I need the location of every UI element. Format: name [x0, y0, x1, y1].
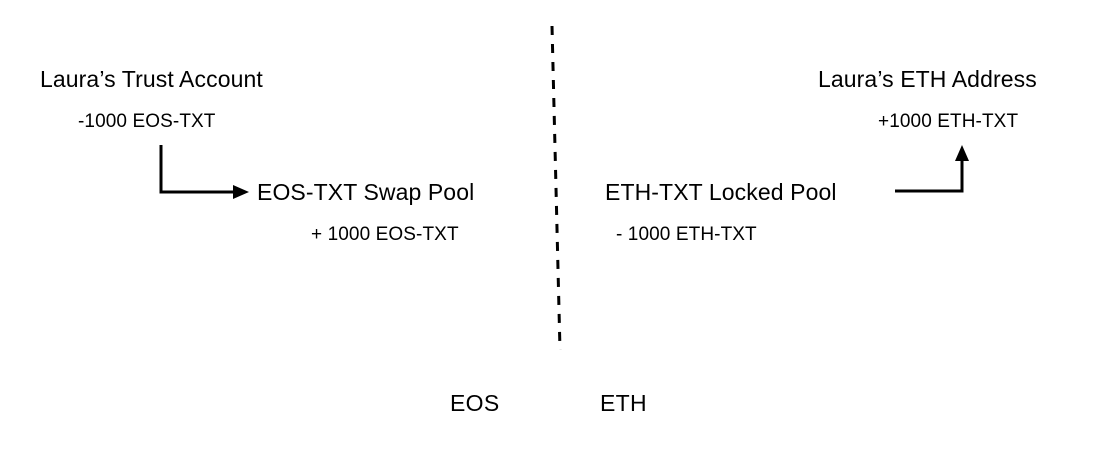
right-destination-amount: +1000 ETH-TXT	[878, 111, 1019, 132]
right-destination-label: Laura’s ETH Address	[818, 66, 1037, 92]
left-destination-amount: + 1000 EOS-TXT	[311, 224, 459, 245]
right-source-label: ETH-TXT Locked Pool	[605, 179, 837, 205]
left-destination-label: EOS-TXT Swap Pool	[257, 179, 475, 205]
chain-label-eos: EOS	[450, 390, 500, 416]
left-transfer-arrow	[159, 145, 249, 199]
left-arrowhead-icon	[233, 185, 249, 199]
chain-label-eth: ETH	[600, 390, 647, 416]
left-source-amount: -1000 EOS-TXT	[78, 111, 216, 132]
chain-divider-line	[550, 25, 562, 351]
right-source-amount: - 1000 ETH-TXT	[616, 224, 757, 245]
right-arrowhead-icon	[955, 145, 969, 161]
right-transfer-arrow	[895, 145, 969, 193]
left-source-label: Laura’s Trust Account	[40, 66, 263, 92]
